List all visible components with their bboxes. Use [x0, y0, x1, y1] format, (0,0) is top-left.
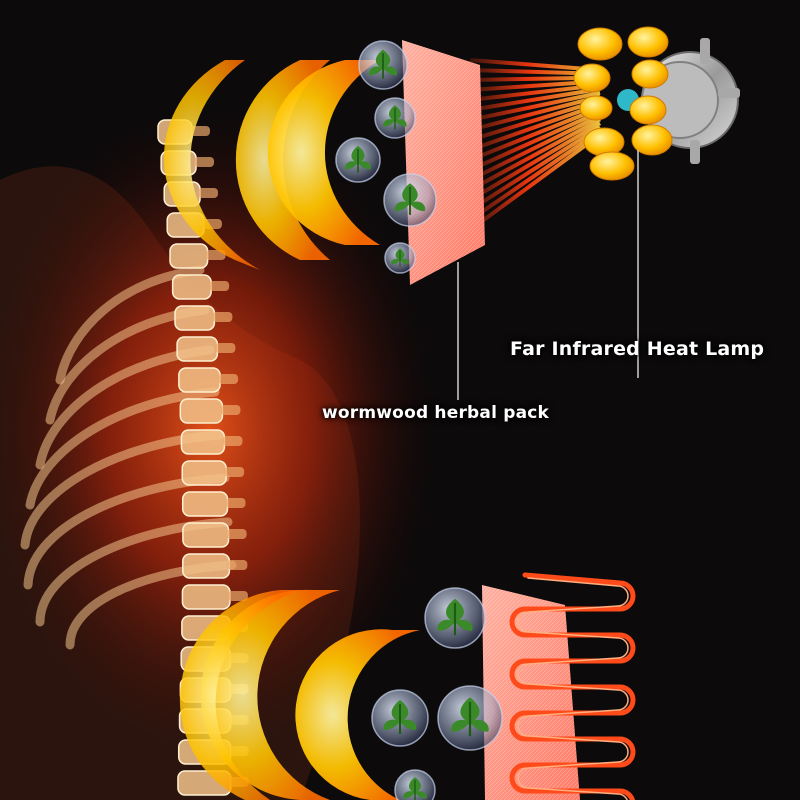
herb-leaf-icon — [374, 97, 416, 139]
vertebra — [171, 274, 212, 300]
vertebra-process — [226, 529, 247, 539]
vertebra-process — [215, 343, 236, 353]
vertebra — [182, 522, 230, 548]
infrared-ray — [469, 113, 601, 182]
vertebra — [180, 429, 226, 455]
vertebra-process — [225, 498, 246, 508]
lamp-bulb — [631, 59, 669, 89]
lamp-bulb — [583, 127, 625, 157]
heating-coil-icon — [509, 572, 636, 800]
infrared-ray — [469, 117, 601, 192]
lower-herbal-pack — [482, 585, 580, 800]
lamp-bulb — [629, 95, 667, 125]
herbal-pack-label: wormwood herbal pack — [322, 403, 550, 423]
lamp-bulb — [631, 124, 673, 156]
vertebra — [179, 398, 224, 424]
infrared-ray — [469, 102, 601, 152]
herb-leaf-icon — [437, 685, 503, 751]
vertebra — [176, 336, 219, 362]
infrared-ray — [469, 94, 601, 132]
herb-leaf-icon — [358, 40, 408, 90]
infrared-ray — [469, 87, 601, 112]
lamp-bulb — [573, 63, 611, 93]
vertebra — [182, 553, 231, 579]
infrared-ray — [468, 132, 602, 232]
infrared-ray — [469, 98, 601, 142]
heat-lamp-label: Far Infrared Heat Lamp — [510, 338, 765, 360]
upper-herbal-pack — [402, 40, 485, 285]
vertebra-process — [227, 560, 248, 570]
vertebra — [169, 243, 209, 269]
vertebra — [181, 491, 229, 517]
infrared-ray — [469, 106, 601, 162]
herb-leaf-icon — [371, 689, 429, 747]
infrared-ray — [468, 125, 602, 212]
herb-leaf-icon — [384, 242, 416, 274]
vertebra-process — [194, 157, 215, 167]
infrared-ray — [468, 121, 602, 202]
vertebra-process — [227, 591, 248, 601]
vertebra-process — [212, 312, 233, 322]
vertebra-process — [218, 374, 239, 384]
vertebra-process — [205, 250, 226, 260]
vertebra-process — [222, 436, 243, 446]
lamp-bulb — [627, 26, 669, 58]
lamp-bulb — [579, 95, 613, 121]
herb-leaf-icon — [394, 769, 436, 800]
herb-leaf-icon — [335, 137, 381, 183]
vertebra-process — [209, 281, 230, 291]
vertebra — [181, 460, 227, 486]
vertebra-process — [224, 467, 245, 477]
upper-heat-waves — [163, 60, 380, 270]
vertebra — [181, 584, 231, 610]
lamp-bulb — [577, 27, 623, 61]
infrared-ray — [468, 129, 602, 222]
herb-leaf-icon — [383, 173, 437, 227]
herb-leaf-icon — [424, 587, 486, 649]
heat-lamp-icon — [573, 26, 740, 181]
vertebra — [178, 367, 221, 393]
infrared-ray — [469, 90, 601, 122]
infrared-ray — [469, 109, 601, 172]
vertebra — [174, 305, 216, 331]
vertebra-process — [220, 405, 241, 415]
lower-heat-waves — [179, 589, 420, 800]
vertebra-process — [198, 188, 219, 198]
herb-bubbles — [335, 40, 503, 800]
lamp-bulb — [589, 151, 635, 181]
